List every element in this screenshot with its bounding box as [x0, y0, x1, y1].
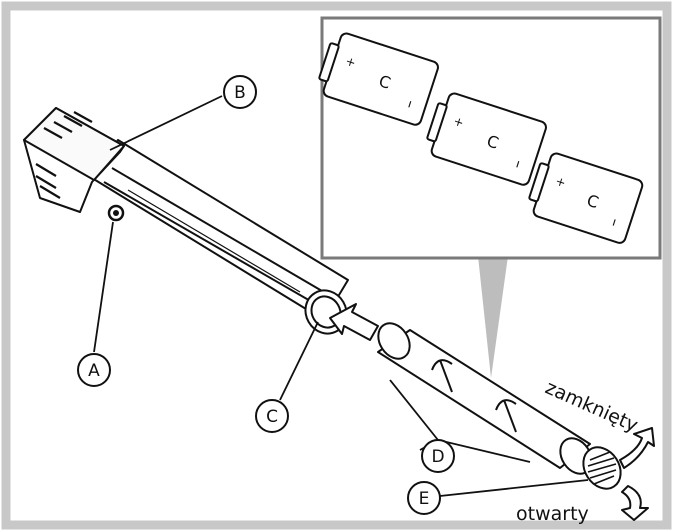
inset-battery-2-terminal — [426, 102, 448, 143]
callout-E-circle — [407, 481, 441, 515]
label-open: otwarty — [516, 503, 589, 525]
inset-battery-2: + C – — [426, 92, 547, 186]
inset-battery-2-type: C — [484, 131, 500, 153]
inset-battery-3-plus: + — [554, 174, 568, 190]
end-cap-knurl — [587, 451, 617, 485]
insert-arrow — [329, 303, 379, 341]
flashlight-head-top — [23, 107, 125, 181]
end-cap — [582, 446, 622, 490]
callout-C: C — [255, 399, 289, 433]
callout-C-label: C — [266, 407, 278, 427]
grip-line-mid — [127, 189, 301, 293]
callout-B: B — [223, 75, 257, 109]
callout-D-circle — [421, 439, 455, 473]
callout-D-label: D — [431, 447, 444, 467]
flashlight — [23, 107, 349, 335]
rotate-close-arrow — [619, 427, 655, 469]
leader-C — [279, 321, 319, 401]
inset-battery-3-type: C — [585, 191, 601, 213]
inset-battery-3: + C – — [528, 152, 644, 244]
grip-line-bottom — [103, 181, 327, 311]
rotate-open-arrow — [621, 485, 649, 521]
inset-battery-1: + C – — [318, 32, 439, 126]
flashlight-body — [91, 139, 349, 321]
inset-battery-2-plus: + — [452, 114, 466, 130]
leader-A — [93, 221, 114, 353]
callout-A-label: A — [88, 361, 100, 381]
battery-divider-2 — [503, 399, 517, 433]
power-button-center — [113, 210, 119, 216]
inset-box: + C – + C – + C – — [318, 16, 662, 260]
callout-D: D — [421, 439, 455, 473]
inset-battery-1-type: C — [376, 71, 392, 93]
inset-pointer — [478, 256, 508, 378]
battery-divider-1 — [439, 359, 453, 393]
callout-C-circle — [255, 399, 289, 433]
callout-E: E — [407, 481, 441, 515]
inset-battery-3-terminal — [528, 162, 550, 203]
grip-line-top — [111, 167, 335, 299]
callout-A: A — [77, 353, 111, 387]
leader-B — [109, 95, 223, 151]
head-vents — [35, 111, 93, 199]
callout-B-label: B — [234, 83, 246, 103]
callout-A-circle — [77, 353, 111, 387]
rotate-arrows — [619, 427, 655, 521]
battery-stack-top — [377, 322, 411, 360]
leader-E — [439, 479, 589, 497]
inset-battery-1-plus: + — [344, 54, 358, 70]
inset-battery-1-terminal — [318, 42, 340, 83]
callout-B-circle — [223, 75, 257, 109]
callout-E-label: E — [419, 489, 430, 509]
